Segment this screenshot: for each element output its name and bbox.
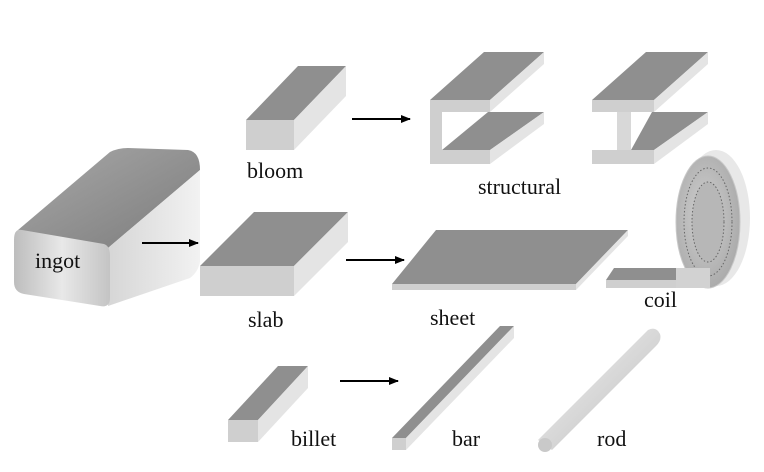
coil-label: coil — [644, 287, 677, 312]
bloom-shape — [246, 66, 346, 150]
ingot-shape — [14, 148, 200, 307]
ingot-label: ingot — [35, 248, 80, 273]
slab-label: slab — [248, 307, 283, 332]
billet-label: billet — [291, 426, 336, 451]
structural-i-beam-shape — [592, 52, 708, 164]
structural-channel-shape — [430, 52, 544, 164]
sheet-shape — [392, 230, 628, 290]
bar-shape — [392, 326, 514, 450]
slab-shape — [200, 212, 348, 296]
rod-shape — [538, 328, 661, 452]
bloom-label: bloom — [247, 158, 303, 183]
coil-shape — [606, 150, 750, 289]
bar-label: bar — [452, 426, 481, 451]
structural-label: structural — [478, 174, 561, 199]
sheet-label: sheet — [430, 305, 475, 330]
rod-label: rod — [597, 426, 626, 451]
billet-shape — [228, 366, 308, 442]
